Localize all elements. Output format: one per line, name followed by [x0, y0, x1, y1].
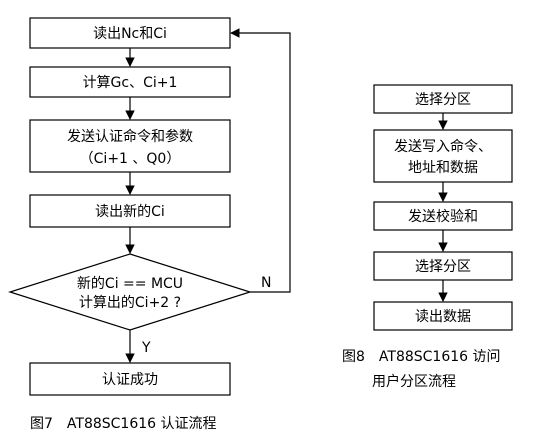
fig7-caption: 图7 AT88SC1616 认证流程 [30, 416, 217, 432]
no-label: N [261, 275, 271, 291]
read-new-ci-label: 读出新的Ci [95, 203, 165, 220]
read-nc-ci-label: 读出Nc和Ci [93, 25, 167, 42]
read-data-label: 读出数据 [415, 308, 471, 325]
read-data-box [373, 301, 513, 331]
auth-flowchart: 读出Nc和Ci 计算Gc、Ci+1 发送认证命令和参数 （Ci+1 、Q0） 读… [8, 17, 291, 432]
send-auth-box [29, 119, 231, 173]
send-write-label-line2: 地址和数据 [408, 160, 478, 176]
select-zone-box-1 [373, 84, 513, 114]
compute-gc-box [29, 66, 231, 98]
fig8-caption-line2: 用户分区流程 [372, 373, 456, 390]
read-nc-ci-box [29, 17, 231, 49]
send-write-box [373, 129, 513, 183]
no-loop-arrow [230, 28, 291, 293]
access-flowchart: 选择分区 发送写入命令、 地址和数据 发送校验和 选择分区 读出数据 图8 AT… [342, 84, 513, 390]
select-zone-label-1: 选择分区 [415, 92, 471, 108]
yes-label: Y [141, 340, 151, 356]
send-auth-label-line1: 发送认证命令和参数 [67, 128, 193, 145]
decision-label-line2: 计算出的Ci+2 ? [79, 295, 181, 311]
compute-gc-label: 计算Gc、Ci+1 [83, 75, 178, 91]
send-auth-label-line2: （Ci+1 、Q0） [80, 151, 181, 167]
auth-success-label: 认证成功 [102, 372, 158, 388]
send-checksum-label: 发送校验和 [408, 208, 478, 225]
fig8-caption-line1: 图8 AT88SC1616 访问 [342, 349, 501, 365]
decision-label-line1: 新的Ci == MCU [77, 276, 183, 292]
select-zone-label-2: 选择分区 [415, 259, 471, 275]
send-write-label-line1: 发送写入命令、 [394, 138, 492, 155]
send-checksum-box [373, 201, 513, 231]
decision-diamond [8, 253, 252, 331]
auth-success-box [29, 362, 231, 396]
